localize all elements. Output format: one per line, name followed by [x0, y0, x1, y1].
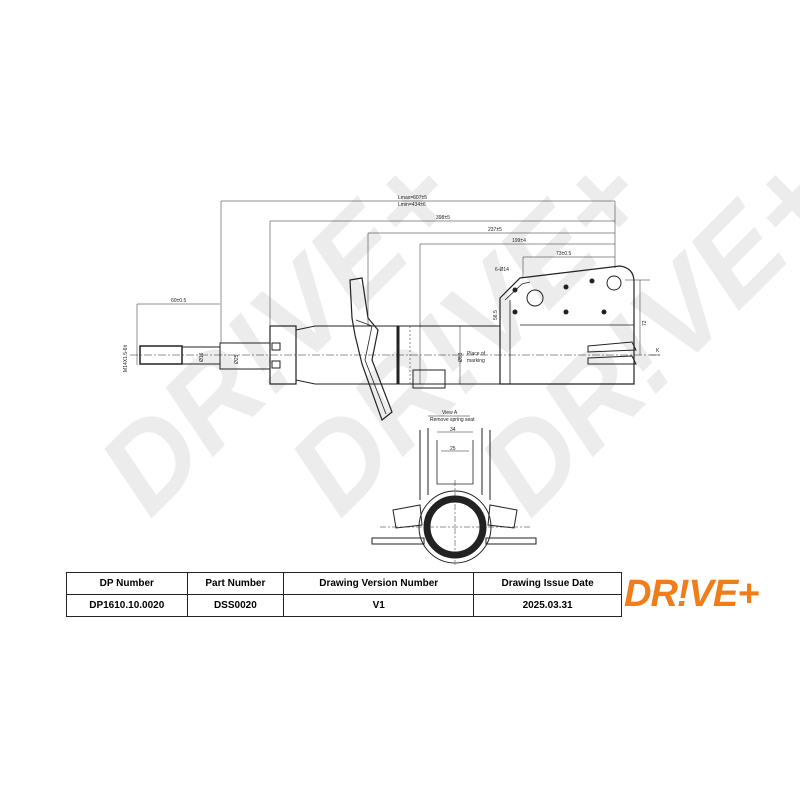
dia16-label: Ø16	[199, 352, 205, 362]
dim-34: 34	[450, 427, 456, 433]
lmax-label: Lmax=607±5	[398, 195, 427, 201]
drive-logo: DR!VE+	[624, 573, 759, 615]
thread-label: M14X1.5-6h	[123, 345, 129, 372]
dim-398: 398±5	[436, 215, 450, 221]
brake-hose-clips	[587, 341, 637, 365]
header-row: DP Number Part Number Drawing Version Nu…	[66, 572, 622, 595]
dim-73: 73±0.5	[556, 251, 571, 257]
remove-seat-label: Remove spring seat	[430, 417, 475, 423]
dia25-label: Ø25	[234, 354, 240, 364]
dimension-lines	[136, 200, 660, 384]
holes-label: 6-Ø14	[495, 267, 509, 273]
dim-72: 72	[642, 320, 648, 326]
dim-237: 237±5	[488, 227, 502, 233]
title-block: DP Number Part Number Drawing Version Nu…	[66, 572, 622, 617]
k-label: K	[656, 348, 660, 354]
marking-label: marking	[467, 358, 485, 364]
rivets	[512, 278, 607, 315]
marking-label: Place of	[467, 351, 486, 357]
bolt-hole	[606, 275, 622, 291]
header-part-number: Part Number	[186, 572, 285, 595]
marking-block	[412, 369, 446, 389]
dp-number: DP1610.10.0020	[66, 594, 188, 617]
header-issue-date: Drawing Issue Date	[473, 572, 622, 595]
dim-60: 60±0.5	[171, 298, 186, 304]
issue-date: 2025.03.31	[473, 594, 622, 617]
bolt-hole	[526, 289, 544, 307]
knuckle-bracket	[499, 265, 635, 385]
dia53-label: Ø53	[458, 352, 464, 362]
lmin-label: Lmin=434±6	[398, 202, 426, 208]
part-number: DSS0020	[186, 594, 285, 617]
spring-seat	[349, 277, 393, 421]
dim-56: 56.5	[493, 310, 499, 320]
header-version: Drawing Version Number	[283, 572, 475, 595]
dim-25: 25	[450, 446, 456, 452]
value-row: DP1610.10.0020 DSS0020 V1 2025.03.31	[66, 594, 622, 617]
dim-199: 199±4	[512, 238, 526, 244]
dimension-labels: Lmax=607±5 Lmin=434±6 398±5 237±5 199±4 …	[123, 195, 660, 452]
view-a-label: View A	[442, 410, 458, 416]
header-dp-number: DP Number	[66, 572, 188, 595]
version-number: V1	[283, 594, 475, 617]
